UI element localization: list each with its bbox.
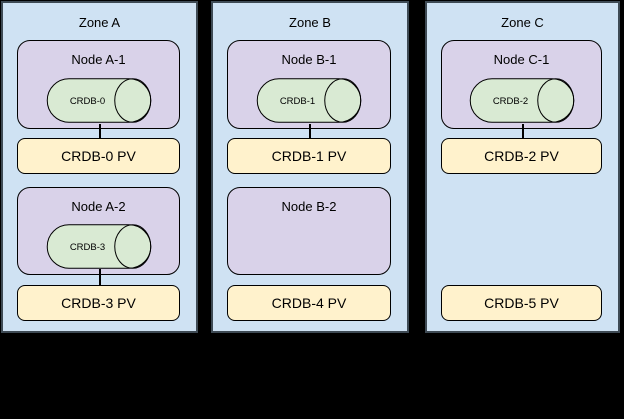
zone-a: Zone A Node A-1 CRDB-0 CRDB-0 PV Node A-…: [1, 1, 198, 333]
cylinder-label: CRDB-0: [69, 96, 104, 107]
node-box-b2: Node B-2: [227, 187, 391, 275]
node-title: Node B-1: [281, 52, 337, 67]
cylinder-label: CRDB-3: [69, 242, 104, 253]
database-cylinder-icon: CRDB-1: [256, 78, 362, 123]
pv-label: CRDB-3 PV: [61, 295, 136, 311]
pv-label: CRDB-5 PV: [484, 295, 559, 311]
pv-connector-line: [98, 124, 101, 138]
zone-c: Zone C Node C-1 CRDB-2 CRDB-2 PV CRDB-5 …: [425, 1, 620, 333]
cylinder-label: CRDB-2: [492, 96, 527, 107]
database-cylinder-icon: CRDB-0: [46, 78, 151, 123]
pv-label: CRDB-4 PV: [271, 295, 347, 311]
zone-title: Zone C: [501, 15, 544, 30]
pv-box: CRDB-1 PV: [227, 138, 391, 174]
pv-box: CRDB-2 PV: [441, 138, 602, 174]
pv-box: CRDB-3 PV: [17, 285, 180, 321]
pv-box: CRDB-0 PV: [17, 138, 180, 174]
zone-title: Zone B: [289, 15, 331, 30]
cylinder-label: CRDB-1: [280, 96, 315, 107]
node-box-a1: Node A-1 CRDB-0: [17, 40, 180, 129]
pv-label: CRDB-1 PV: [271, 148, 347, 164]
zone-title: Zone A: [78, 15, 121, 30]
pv-connector-line: [98, 269, 101, 286]
node-box-c1: Node C-1 CRDB-2: [441, 40, 602, 129]
pv-box: CRDB-4 PV: [227, 285, 391, 321]
node-box-b1: Node B-1 CRDB-1: [227, 40, 391, 129]
pv-label: CRDB-0 PV: [61, 148, 136, 164]
node-title: Node A-2: [71, 199, 126, 214]
node-title: Node C-1: [493, 52, 550, 67]
pv-label: CRDB-2 PV: [484, 148, 559, 164]
pv-box: CRDB-5 PV: [441, 285, 602, 321]
node-title: Node A-1: [71, 52, 126, 67]
pv-connector-line: [309, 124, 311, 138]
zone-b: Zone B Node B-1 CRDB-1 CRDB-1 PV Node B-…: [211, 1, 409, 333]
database-cylinder-icon: CRDB-2: [469, 78, 574, 123]
pv-connector-line: [521, 124, 524, 138]
node-title: Node B-2: [281, 199, 337, 214]
node-box-a2: Node A-2 CRDB-3: [17, 187, 180, 275]
database-cylinder-icon: CRDB-3: [46, 224, 151, 269]
